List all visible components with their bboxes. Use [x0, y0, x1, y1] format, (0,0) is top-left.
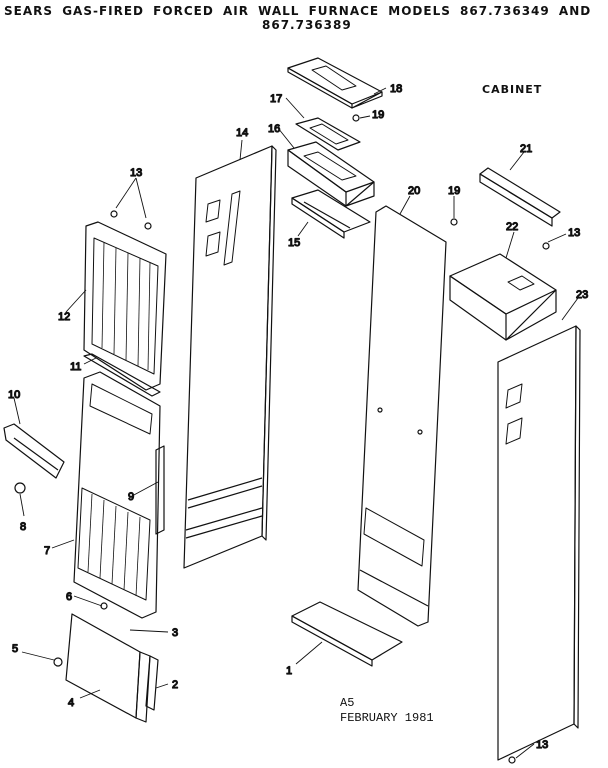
- part-19-screws: [352, 114, 458, 226]
- label-14: 14: [236, 127, 248, 139]
- title-line-2: 867.736389: [262, 18, 352, 32]
- label-2: 2: [172, 679, 178, 691]
- label-13-b: 13: [568, 227, 580, 239]
- label-12: 12: [58, 311, 70, 323]
- part-17-gasket: [295, 117, 361, 151]
- part-20-front-panel: [357, 205, 447, 627]
- footer-code: A5: [340, 696, 355, 710]
- label-4: 4: [68, 697, 74, 709]
- label-19-b: 19: [448, 185, 460, 197]
- part-23-right-side-panel: [497, 325, 581, 761]
- label-7: 7: [44, 545, 50, 557]
- label-17: 17: [270, 93, 282, 105]
- part-16-vent-collar: [287, 141, 375, 207]
- section-label: CABINET: [482, 83, 543, 96]
- part-18-top-plate: [287, 57, 383, 109]
- label-1: 1: [286, 665, 292, 677]
- label-21: 21: [520, 143, 532, 155]
- label-9: 9: [128, 491, 134, 503]
- part-15-bracket: [291, 189, 371, 239]
- footer: A5 FEBRUARY 1981: [340, 696, 434, 726]
- part-8-knob: [14, 482, 26, 494]
- label-13-c: 13: [536, 739, 548, 751]
- part-9-side-strip: [155, 445, 165, 535]
- diagram-title: SEARS GAS-FIRED FORCED AIR WALL FURNACE …: [4, 4, 604, 32]
- part-14-side-panel: [183, 145, 277, 569]
- label-6: 6: [66, 591, 72, 603]
- leader-lines: [13, 87, 579, 759]
- label-3: 3: [172, 627, 178, 639]
- label-20: 20: [408, 185, 420, 197]
- label-13-a: 13: [130, 167, 142, 179]
- part-11-strip: [83, 353, 161, 397]
- label-11: 11: [70, 361, 81, 373]
- part-12-upper-grille: [83, 221, 167, 391]
- label-23: 23: [576, 289, 588, 301]
- part-5-knob: [53, 657, 63, 667]
- label-15: 15: [288, 237, 300, 249]
- part-4-bottom-door: [65, 613, 151, 723]
- label-16: 16: [268, 123, 280, 135]
- part-1-base-plate: [291, 601, 403, 667]
- part-10-handle-bracket: [3, 423, 65, 479]
- part-13-screws: [110, 210, 550, 764]
- part-7-grille-panel: [73, 371, 161, 619]
- label-5: 5: [12, 643, 18, 655]
- label-8: 8: [20, 521, 26, 533]
- title-line-1: SEARS GAS-FIRED FORCED AIR WALL FURNACE …: [4, 4, 592, 18]
- part-22-top-box: [449, 253, 557, 341]
- label-10: 10: [8, 389, 20, 401]
- footer-date: FEBRUARY 1981: [340, 711, 434, 725]
- label-19-a: 19: [372, 109, 384, 121]
- label-18: 18: [390, 83, 402, 95]
- part-21-top-trim: [479, 167, 561, 227]
- part-2-door-edge: [145, 655, 159, 711]
- label-22: 22: [506, 221, 518, 233]
